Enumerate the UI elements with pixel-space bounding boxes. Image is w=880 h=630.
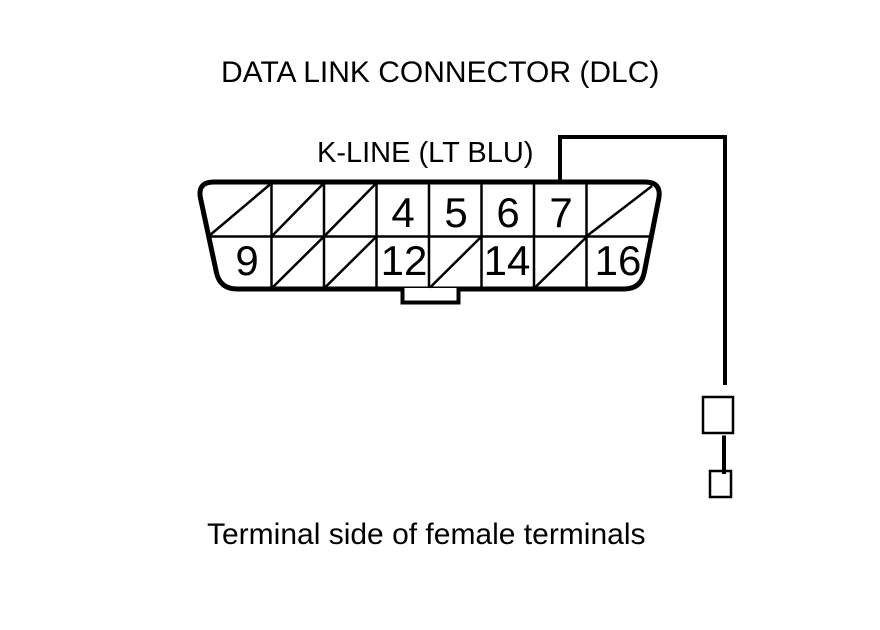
terminal-side-caption: Terminal side of female terminals	[207, 518, 646, 551]
pin-5-label: 5	[444, 189, 467, 236]
unused-pin-slash-15	[534, 236, 587, 289]
diagram-title: DATA LINK CONNECTOR (DLC)	[221, 56, 660, 89]
pin-12-label: 12	[381, 237, 428, 284]
pin-6-label: 6	[496, 189, 519, 236]
k-line-wire	[558, 135, 727, 385]
pin-16-label: 16	[595, 237, 642, 284]
unused-pin-slash-3	[324, 183, 377, 237]
unused-pin-slash-10	[271, 236, 324, 289]
pin-7-label: 7	[549, 189, 572, 236]
pin-9-label: 9	[235, 237, 258, 284]
pin-14-label: 14	[484, 237, 531, 284]
unused-pin-slash-8	[586, 185, 653, 237]
k-line-wire-label: K-LINE (LT BLU)	[317, 137, 534, 169]
wire-connector-symbol-small	[708, 469, 733, 499]
wire-connector-symbol-large	[701, 395, 735, 435]
unused-pin-slash-13	[429, 236, 482, 289]
pin-4-label: 4	[391, 189, 414, 236]
unused-pin-slash-11	[324, 236, 377, 289]
unused-pin-slash-1	[208, 183, 272, 237]
unused-pin-slash-2	[271, 183, 324, 237]
connector-key-tab	[400, 288, 461, 305]
